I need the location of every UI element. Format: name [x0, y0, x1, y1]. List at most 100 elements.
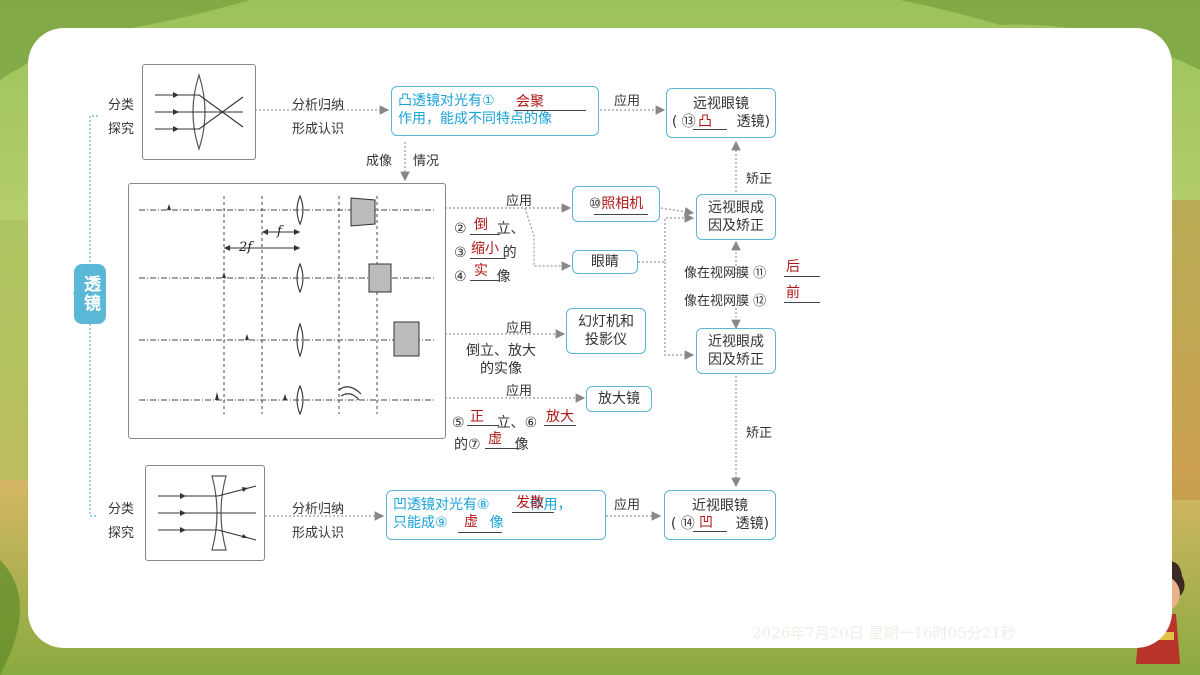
convex-lens-summary-box: 凸透镜对光有① 作用，能成不同特点的像	[391, 86, 599, 136]
answer-12-blank	[784, 302, 820, 303]
diagram-connectors	[73, 105, 741, 521]
row4-apply-label: 应用	[506, 384, 533, 399]
lens-imaging-figure: f 2f	[128, 183, 446, 439]
answer-10-blank	[594, 214, 648, 215]
near-glasses-close: 透镜)	[735, 516, 770, 532]
magnifier-box: 放大镜	[586, 386, 652, 412]
answer-13: 凸	[698, 114, 712, 130]
answer-3-blank	[470, 258, 506, 259]
near-glasses-title: 近视眼镜	[692, 498, 748, 514]
camera-num: ⑩	[588, 196, 602, 212]
timestamp-watermark: 2026年7月20日 星期一16时05分21秒	[752, 624, 1016, 642]
num-6: ⑥	[524, 415, 538, 431]
row1-line-2: ② 立、	[454, 218, 525, 238]
answer-4-blank	[470, 280, 500, 281]
answer-3: 缩小	[471, 241, 499, 257]
retina-back-text: 像在视网膜	[684, 266, 750, 281]
answer-4: 实	[474, 263, 488, 279]
concave-lens-figure	[145, 465, 265, 561]
top-classify-line2: 探究	[108, 122, 135, 137]
answer-14-blank	[693, 531, 727, 532]
text-3: 的	[502, 245, 517, 261]
answer-8: 发散	[516, 495, 544, 511]
concave-summary-line1-prefix: 凹透镜对光有⑧	[393, 497, 490, 513]
convex-summary-line1: 凸透镜对光有①	[398, 93, 495, 109]
imaging-label-2: 情况	[413, 154, 440, 169]
far-cause-line1: 远视眼成	[708, 200, 764, 216]
far-glasses-close: 透镜)	[736, 114, 771, 130]
f-label: f	[276, 224, 284, 239]
top-apply-label: 应用	[614, 94, 641, 109]
num-4: ④	[454, 269, 467, 285]
text-5: 立、	[496, 415, 525, 431]
row3-desc-1: 倒立、放大	[466, 343, 536, 359]
row3-apply-label: 应用	[506, 321, 533, 336]
answer-9-blank	[458, 532, 502, 533]
content-card: 透镜 分类 探究 分析归纳 形成认识 凸透镜对光有① 作用，能成不同特点的像 会…	[28, 28, 1172, 648]
bottom-analyze-line2: 形成认识	[292, 526, 345, 541]
near-glasses-num: ⑭	[680, 516, 695, 532]
concave-lens-rays	[158, 475, 257, 551]
convex-lens-rays	[155, 73, 244, 151]
far-sight-cause-box: 远视眼成 因及矫正	[696, 194, 776, 240]
lens-topic-text: 透镜	[80, 275, 100, 313]
convex-lens-figure	[142, 64, 256, 160]
answer-1-blank	[514, 110, 586, 111]
near-sighted-glasses-box: 近视眼镜 ( ⑭ 透镜)	[664, 490, 776, 540]
projector-line1: 幻灯机和	[578, 314, 634, 330]
lens-topic-label: 透镜	[74, 264, 106, 324]
num-11: ⑪	[753, 266, 767, 281]
num-2: ②	[454, 221, 467, 237]
retina-back-line: 像在视网膜 ⑪	[684, 262, 766, 281]
twof-label: 2f	[238, 240, 254, 255]
num-3: ③	[454, 245, 467, 261]
concave-summary-line2-suffix: 像	[489, 515, 504, 531]
row4-line-2: 的⑦ 像	[454, 434, 529, 454]
answer-9: 虚	[464, 514, 478, 530]
answer-11-blank	[784, 276, 820, 277]
camera-box: ⑩照相机	[572, 186, 660, 222]
answer-2-blank	[470, 234, 500, 235]
top-analyze-line2: 形成认识	[292, 122, 345, 137]
num-12: ⑫	[753, 294, 767, 309]
num-5: ⑤	[452, 415, 465, 431]
answer-10: 照相机	[601, 196, 644, 212]
answer-7: 虚	[488, 431, 502, 447]
far-sighted-glasses-box: 远视眼镜 ( ⑬ 透镜)	[666, 88, 776, 138]
text-7-pre: 的	[454, 437, 468, 453]
bottom-analyze-line1: 分析归纳	[292, 502, 345, 517]
correct-bottom-label: 矫正	[746, 426, 773, 441]
eye-box: 眼睛	[572, 250, 638, 274]
far-glasses-open: (	[671, 114, 678, 130]
near-sight-cause-box: 近视眼成 因及矫正	[696, 328, 776, 374]
num-7: ⑦	[468, 437, 481, 453]
bottom-classify-line2: 探究	[108, 526, 135, 541]
concave-summary-line1-suffix: 作用，	[529, 497, 572, 513]
retina-front-text: 像在视网膜	[684, 294, 750, 309]
top-analyze-line1: 分析归纳	[292, 98, 345, 113]
answer-6: 放大	[546, 409, 574, 425]
convex-summary-line2: 作用，能成不同特点的像	[398, 111, 552, 127]
text-2: 立、	[496, 221, 525, 237]
projector-box: 幻灯机和 投影仪	[566, 308, 646, 354]
concave-lens-summary-box: 凹透镜对光有⑧ 作用， 只能成⑨ 像	[386, 490, 606, 540]
row1-apply-label: 应用	[506, 194, 533, 209]
retina-front-line: 像在视网膜 ⑫	[684, 290, 766, 309]
magnifier-label: 放大镜	[598, 391, 640, 407]
far-cause-line2: 因及矫正	[708, 218, 764, 234]
near-glasses-open: (	[670, 516, 677, 532]
text-7: 像	[514, 437, 529, 453]
far-glasses-title: 远视眼镜	[693, 96, 749, 112]
imaging-label-1: 成像	[366, 154, 393, 169]
lens-imaging-diagram: f 2f	[139, 194, 435, 416]
concave-summary-line2-prefix: 只能成⑨	[393, 515, 448, 531]
answer-5-blank	[467, 425, 499, 426]
answer-6-blank	[544, 425, 576, 426]
top-classify-line1: 分类	[108, 98, 135, 113]
correct-top-label: 矫正	[746, 172, 773, 187]
answer-12: 前	[786, 285, 800, 301]
bottom-apply-label: 应用	[614, 498, 641, 513]
text-4: 像	[496, 269, 511, 285]
